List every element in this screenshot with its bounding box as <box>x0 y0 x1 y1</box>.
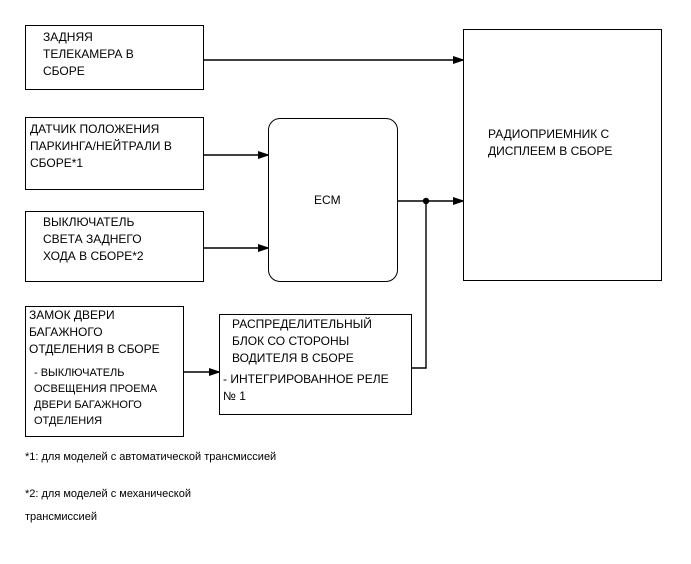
junction-node <box>422 197 430 205</box>
park-neutral-sensor-label: ДАТЧИК ПОЛОЖЕНИЯ ПАРКИНГА/НЕЙТРАЛИ В СБО… <box>30 122 172 170</box>
trunk-lock-block: ЗАМОК ДВЕРИ БАГАЖНОГО ОТДЕЛЕНИЯ В СБОРЕ … <box>25 306 184 437</box>
junction-block: РАСПРЕДЕЛИТЕЛЬНЫЙ БЛОК СО СТОРОНЫ ВОДИТЕ… <box>219 314 412 415</box>
junction-block-sublabel: - ИНТЕГРИРОВАННОЕ РЕЛЕ № 1 <box>223 372 389 403</box>
footnote-2-line2: трансмиссией <box>25 511 97 523</box>
trunk-lock-label: ЗАМОК ДВЕРИ БАГАЖНОГО ОТДЕЛЕНИЯ В СБОРЕ <box>29 308 160 356</box>
radio-display-block: РАДИОПРИЕМНИК С ДИСПЛЕЕМ В СБОРЕ <box>463 29 662 281</box>
reverse-light-switch-label: ВЫКЛЮЧАТЕЛЬ СВЕТА ЗАДНЕГО ХОДА В СБОРЕ*2 <box>43 215 144 263</box>
rear-camera-label: ЗАДНЯЯ ТЕЛЕКАМЕРА В СБОРЕ <box>43 30 134 78</box>
ecm-block: ECM <box>268 118 398 282</box>
junction-block-label: РАСПРЕДЕЛИТЕЛЬНЫЙ БЛОК СО СТОРОНЫ ВОДИТЕ… <box>232 317 372 365</box>
rear-camera-block: ЗАДНЯЯ ТЕЛЕКАМЕРА В СБОРЕ <box>25 25 204 90</box>
trunk-lock-sublabel: - ВЫКЛЮЧАТЕЛЬ ОСВЕЩЕНИЯ ПРОЕМА ДВЕРИ БАГ… <box>34 367 158 427</box>
park-neutral-sensor-block: ДАТЧИК ПОЛОЖЕНИЯ ПАРКИНГА/НЕЙТРАЛИ В СБО… <box>25 117 204 190</box>
footnote-1: *1: для моделей с автоматической трансми… <box>25 451 277 463</box>
wire-junction-to-node <box>411 201 427 369</box>
footnote-2-line1: *2: для моделей с механической <box>25 488 191 500</box>
radio-display-label: РАДИОПРИЕМНИК С ДИСПЛЕЕМ В СБОРЕ <box>488 127 613 158</box>
reverse-light-switch-block: ВЫКЛЮЧАТЕЛЬ СВЕТА ЗАДНЕГО ХОДА В СБОРЕ*2 <box>25 211 204 282</box>
ecm-label: ECM <box>314 193 341 207</box>
